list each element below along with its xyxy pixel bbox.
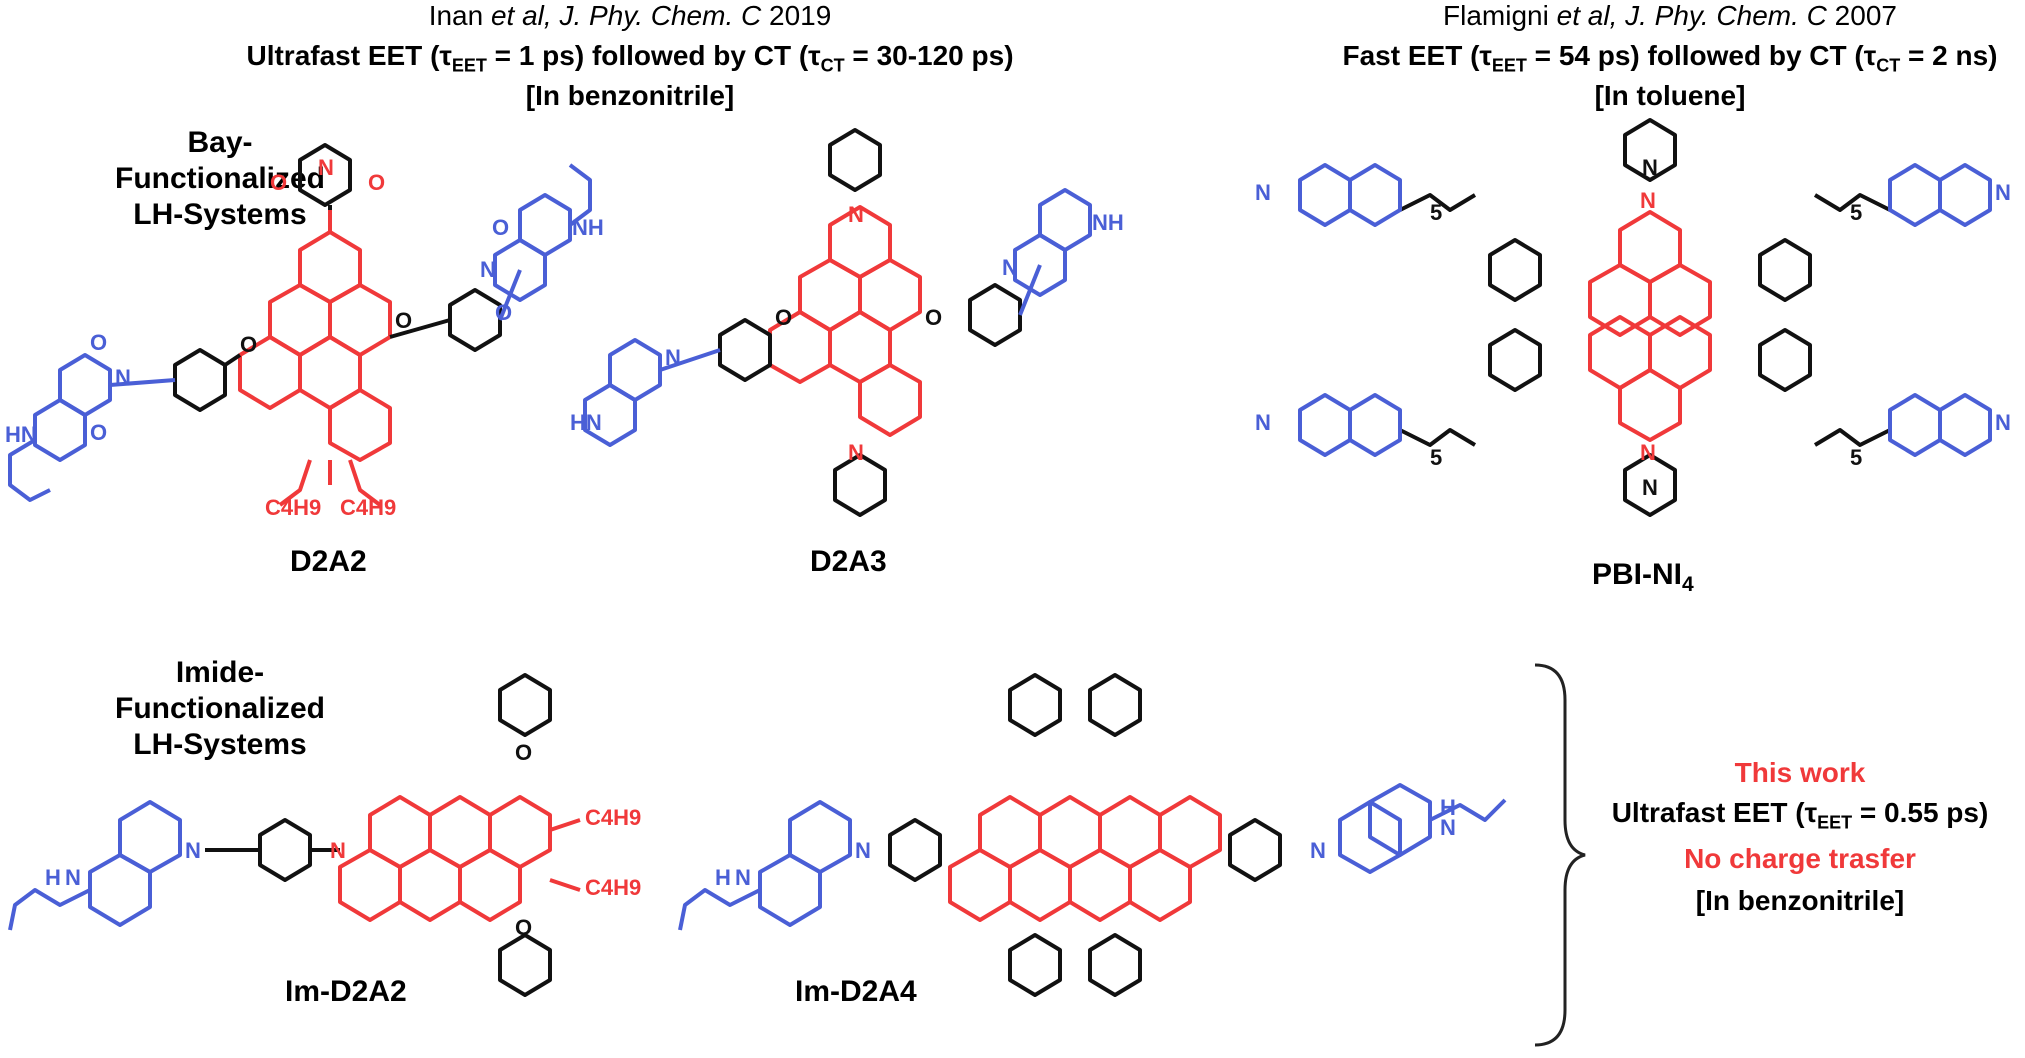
svg-text:N: N bbox=[848, 202, 864, 227]
svg-text:O: O bbox=[775, 305, 792, 330]
svg-text:O: O bbox=[515, 740, 532, 765]
ref-right-solvent: [In toluene] bbox=[1594, 80, 1746, 111]
svg-text:N: N bbox=[185, 838, 201, 863]
im-d2a2-donor bbox=[8, 800, 182, 931]
compound-name-im-d2a2: Im-D2A2 bbox=[285, 975, 407, 1008]
svg-text:N: N bbox=[1642, 475, 1658, 500]
compound-name-d2a2: D2A2 bbox=[290, 545, 367, 578]
pbi-ni4-naphthalimide-donors bbox=[1298, 163, 1992, 457]
this-work-title: This work bbox=[1734, 757, 1866, 788]
d2a3-perylene-core bbox=[768, 205, 922, 437]
d2a2-perylene-core bbox=[238, 210, 392, 485]
ref-right-kinetics: Fast EET (τEET = 54 ps) followed by CT (… bbox=[1342, 40, 1998, 76]
svg-text:O: O bbox=[395, 308, 412, 333]
svg-text:C4H9: C4H9 bbox=[340, 495, 396, 520]
imide-functionalized-label: Imide- Functionalized LH-Systems bbox=[115, 656, 325, 761]
svg-text:N: N bbox=[65, 865, 81, 890]
svg-text:H: H bbox=[715, 865, 731, 890]
compound-name-pbi-ni4: PBI-NI4 bbox=[1592, 558, 1694, 596]
svg-text:HN: HN bbox=[570, 410, 602, 435]
bay-functionalized-label: Bay- Functionalized LH-Systems bbox=[115, 126, 325, 231]
molecule-pbi-ni4: N N N N N N N N 5 5 5 5 bbox=[1255, 118, 2011, 517]
pbi-ni4-pyridyl-groups bbox=[1399, 118, 1891, 517]
svg-text:O: O bbox=[90, 330, 107, 355]
this-work-solvent: [In benzonitrile] bbox=[1695, 885, 1905, 916]
svg-text:N: N bbox=[1255, 180, 1271, 205]
svg-text:N: N bbox=[1995, 180, 2011, 205]
pbi-ni4-perylene-core bbox=[1588, 210, 1712, 442]
svg-text:O: O bbox=[925, 305, 942, 330]
svg-text:C4H9: C4H9 bbox=[585, 805, 641, 830]
ref-left-solvent: [In benzonitrile] bbox=[525, 80, 735, 111]
svg-text:HN: HN bbox=[5, 422, 37, 447]
svg-text:NH: NH bbox=[572, 215, 604, 240]
svg-text:N: N bbox=[665, 345, 681, 370]
svg-text:N: N bbox=[480, 257, 496, 282]
svg-text:O: O bbox=[492, 215, 509, 240]
im-d2a2-acceptor bbox=[338, 795, 581, 922]
svg-text:5: 5 bbox=[1430, 445, 1442, 470]
this-work-no-ct: No charge trasfer bbox=[1684, 843, 1916, 874]
svg-text:N: N bbox=[735, 865, 751, 890]
svg-text:N: N bbox=[1640, 440, 1656, 465]
d2a2-naphthalimide-donors bbox=[8, 163, 592, 502]
svg-text:N: N bbox=[1642, 155, 1658, 180]
svg-text:H: H bbox=[45, 865, 61, 890]
ref-right-citation: Flamigni et al, J. Phy. Chem. C 2007 bbox=[1443, 0, 1897, 31]
svg-text:5: 5 bbox=[1850, 200, 1862, 225]
ref-left-kinetics: Ultrafast EET (τEET = 1 ps) followed by … bbox=[246, 40, 1014, 76]
molecule-d2a3: N N O O N N HN NH bbox=[570, 128, 1124, 517]
svg-text:N: N bbox=[1640, 188, 1656, 213]
svg-text:C4H9: C4H9 bbox=[265, 495, 321, 520]
svg-text:5: 5 bbox=[1430, 200, 1442, 225]
svg-text:N: N bbox=[1255, 410, 1271, 435]
svg-text:N: N bbox=[1995, 410, 2011, 435]
svg-text:NH: NH bbox=[1092, 210, 1124, 235]
svg-text:N: N bbox=[330, 838, 346, 863]
svg-text:N: N bbox=[1002, 255, 1018, 280]
this-work-eet: Ultrafast EET (τEET = 0.55 ps) bbox=[1611, 797, 1989, 833]
molecule-im-d2a4: N H N N H N bbox=[678, 673, 1507, 997]
molecule-im-d2a2: N H N N C4H9 C4H9 O O bbox=[8, 673, 641, 997]
svg-text:N: N bbox=[848, 440, 864, 465]
svg-text:N: N bbox=[1440, 815, 1456, 840]
svg-text:N: N bbox=[318, 155, 334, 180]
curly-brace bbox=[1534, 663, 1586, 1047]
svg-text:C4H9: C4H9 bbox=[585, 875, 641, 900]
svg-text:O: O bbox=[270, 170, 287, 195]
svg-text:O: O bbox=[90, 420, 107, 445]
im-d2a4-donors bbox=[678, 783, 1507, 931]
svg-text:O: O bbox=[368, 170, 385, 195]
svg-text:O: O bbox=[240, 332, 257, 357]
d2a3-naphthalimide-donors bbox=[583, 188, 1092, 447]
svg-text:N: N bbox=[115, 365, 131, 390]
svg-text:H: H bbox=[1440, 795, 1456, 820]
im-d2a4-acceptor bbox=[948, 795, 1222, 922]
compound-name-d2a3: D2A3 bbox=[810, 545, 887, 578]
svg-text:N: N bbox=[1310, 838, 1326, 863]
svg-text:N: N bbox=[855, 838, 871, 863]
d2a2-phenoxy-linkers bbox=[173, 143, 502, 412]
ref-left-citation: Inan et al, J. Phy. Chem. C 2019 bbox=[428, 0, 832, 31]
svg-text:O: O bbox=[495, 300, 512, 325]
svg-text:5: 5 bbox=[1850, 445, 1862, 470]
compound-name-im-d2a4: Im-D2A4 bbox=[795, 975, 917, 1008]
molecule-d2a2: N O O O O N O O HN N O O NH C4H9 C4H9 bbox=[5, 143, 604, 520]
svg-text:O: O bbox=[515, 915, 532, 940]
